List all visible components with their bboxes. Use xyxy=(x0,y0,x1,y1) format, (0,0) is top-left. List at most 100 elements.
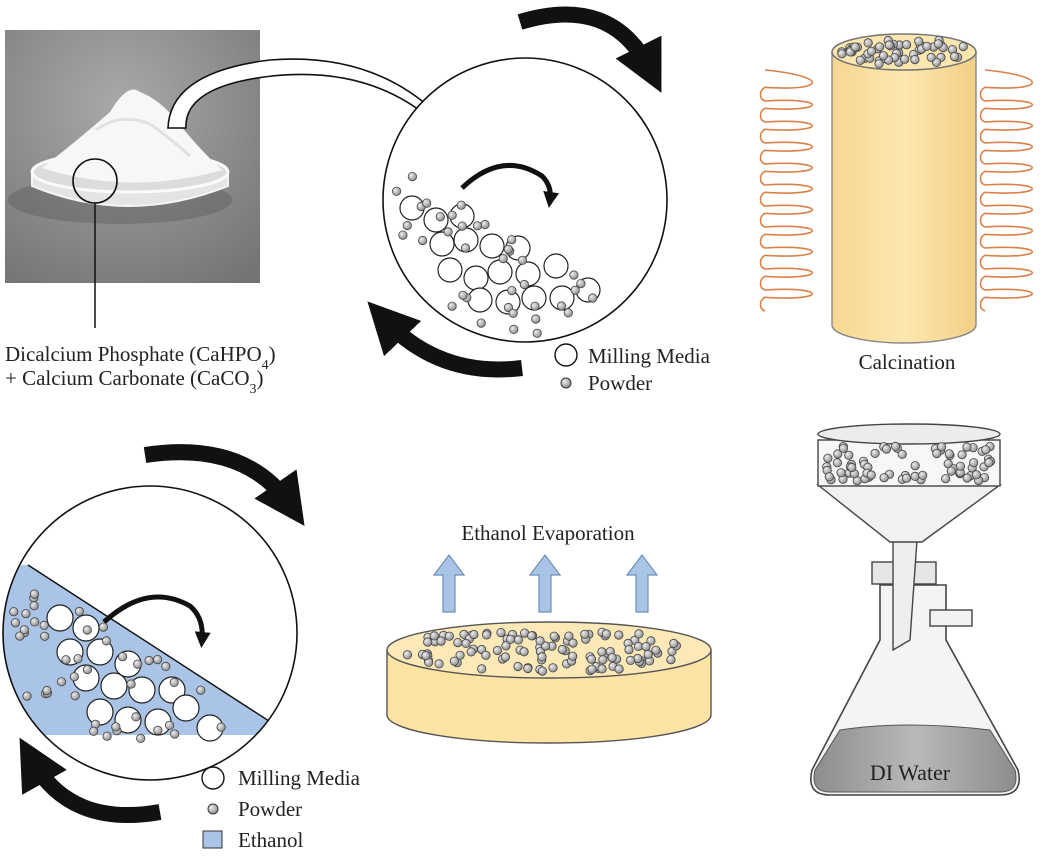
powder-particle xyxy=(472,221,482,231)
evaporation-arrows xyxy=(432,554,659,613)
powder-particle xyxy=(926,52,936,63)
powder-particle xyxy=(881,444,892,454)
powder-particle xyxy=(870,448,880,458)
powder-particle xyxy=(153,654,163,665)
powder-particle xyxy=(458,290,468,300)
powder-particle xyxy=(523,663,533,674)
powder-particle xyxy=(527,631,537,641)
wet-mill-legend: Milling Media Powder Ethanol xyxy=(201,766,361,852)
powder-particle xyxy=(607,653,617,663)
powder-particle xyxy=(508,308,518,318)
calcination-label: Calcination xyxy=(859,350,956,374)
powder-particle xyxy=(509,324,519,334)
powder-particle xyxy=(165,720,175,730)
powder-particle xyxy=(532,328,542,338)
legend-media-swatch xyxy=(554,343,578,367)
powder-particle xyxy=(498,254,508,264)
powder-particle xyxy=(587,664,597,674)
powder-particle xyxy=(423,637,433,647)
powder-particle xyxy=(477,664,487,674)
evaporation-dish xyxy=(386,621,712,744)
powder-particle xyxy=(971,470,982,480)
legend-powder-label: Powder xyxy=(588,371,652,395)
calcination-furnace xyxy=(759,33,1034,344)
powder-particle xyxy=(847,462,857,473)
powder-particle xyxy=(40,631,50,641)
powder-particle xyxy=(866,470,876,480)
powder-particle xyxy=(461,638,471,649)
legend-powder-swatch-wet xyxy=(207,803,219,815)
powder-particle xyxy=(651,645,661,655)
powder-particle xyxy=(537,666,548,676)
rotation-arrow-top xyxy=(517,6,662,93)
powder-particle xyxy=(597,664,607,674)
powder-particle xyxy=(548,663,558,673)
powder-particle xyxy=(958,41,968,52)
up-arrow-center xyxy=(528,554,562,613)
powder-particle xyxy=(535,636,545,646)
powder-particle xyxy=(196,685,206,695)
powder-particle xyxy=(10,618,20,628)
powder-particle xyxy=(517,255,528,265)
powder-particle xyxy=(824,472,834,482)
wet-mill-powder xyxy=(9,589,226,744)
powder-particle xyxy=(422,198,432,208)
milling-media-ball xyxy=(437,257,463,283)
milling-media-ball xyxy=(463,265,489,291)
powder-particle xyxy=(901,473,912,483)
powder-particle xyxy=(513,661,523,672)
powder-particle xyxy=(82,664,93,675)
heating-coils xyxy=(759,69,1034,312)
powder-particle xyxy=(56,677,67,687)
powder-particle xyxy=(460,243,471,253)
powder-particle xyxy=(580,629,590,639)
powder-particle xyxy=(944,449,954,459)
powder-particle xyxy=(21,609,31,619)
powder-particle xyxy=(505,634,516,644)
powder-particle xyxy=(832,458,843,468)
powder-particle xyxy=(823,453,833,463)
powder-particle xyxy=(481,630,492,640)
rotation-arrow-top-wet xyxy=(143,444,305,527)
powder-particle xyxy=(878,51,889,61)
legend-media-swatch-wet xyxy=(201,766,225,790)
powder-particle xyxy=(588,293,598,303)
starting-material-line2: + Calcium Carbonate (CaCO3) xyxy=(5,366,264,397)
powder-particle xyxy=(866,46,877,56)
powder-particle xyxy=(391,186,402,196)
powder-particle xyxy=(962,442,972,452)
powder-particle xyxy=(98,622,109,632)
powder-particle xyxy=(643,649,653,660)
powder-particle xyxy=(537,652,547,662)
powder-particle xyxy=(15,631,25,641)
milling-media-ball xyxy=(487,259,513,285)
powder-particle xyxy=(914,36,924,46)
powder-particle xyxy=(131,712,141,722)
powder-particle xyxy=(453,637,463,648)
milling-media-ball xyxy=(543,253,569,279)
powder-particle xyxy=(19,625,29,635)
powder-particle xyxy=(102,731,112,741)
di-water xyxy=(813,724,1017,793)
powder-particle xyxy=(73,654,83,664)
powder-particle xyxy=(398,230,408,240)
evaporation-label: Ethanol Evaporation xyxy=(461,521,635,545)
di-water-label: DI Water xyxy=(870,760,951,785)
funnel-cone xyxy=(815,484,1003,543)
powder-particle xyxy=(447,210,457,220)
powder-particle xyxy=(457,221,467,231)
powder-particle xyxy=(136,733,146,744)
powder-particle xyxy=(29,589,40,599)
wet-mill-media xyxy=(46,604,224,742)
heating-coil xyxy=(979,69,1034,312)
powder-particle xyxy=(435,212,445,222)
powder-particle xyxy=(625,655,636,666)
dry-ball-mill xyxy=(382,57,668,343)
powder-particle xyxy=(30,617,40,627)
powder-particle xyxy=(29,601,39,611)
powder-particle xyxy=(480,219,490,230)
powder-particle xyxy=(568,651,578,661)
powder-particle xyxy=(118,652,128,662)
powder-particle xyxy=(449,656,459,666)
powder-particle xyxy=(74,606,85,617)
